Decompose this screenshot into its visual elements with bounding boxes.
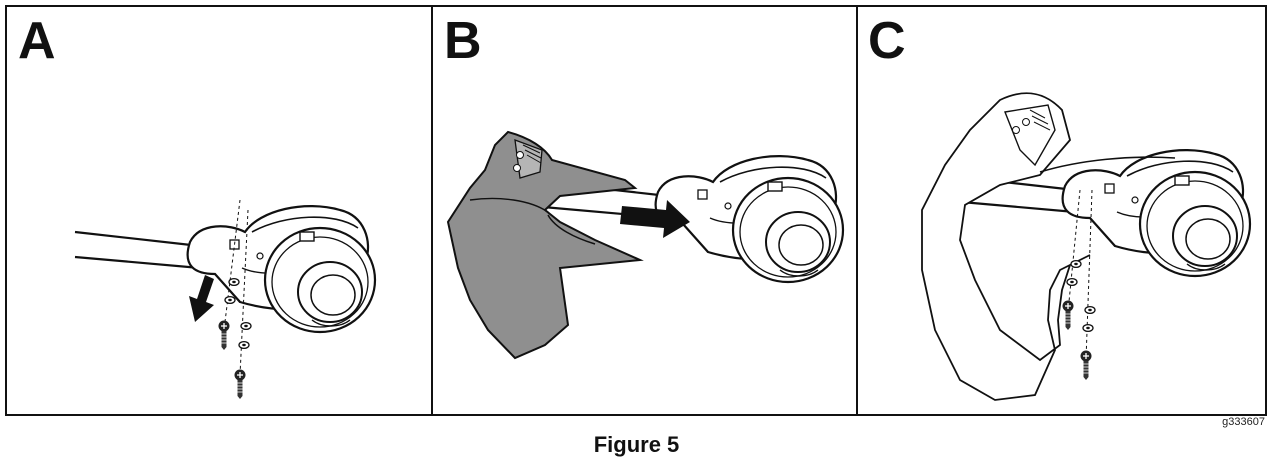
panel-a-frame	[5, 5, 433, 416]
figure-caption: Figure 5	[593, 432, 680, 457]
panel-c-frame	[856, 5, 1267, 416]
panel-c-fastener-column-1	[1061, 189, 1082, 331]
panel-c-label: C	[868, 12, 906, 70]
panel-c-fastener-column-2	[1079, 189, 1096, 381]
panel-a-trimmer-head	[73, 205, 377, 334]
panel-b-right-arrow-icon	[620, 200, 690, 238]
panel-a-fastener-column-1	[217, 199, 241, 351]
panel-b-guard	[446, 130, 644, 360]
figure-code: g333607	[1222, 416, 1265, 428]
panel-a-label: A	[18, 12, 56, 70]
panel-c-guard	[921, 92, 1176, 401]
panel-a-down-arrow-icon	[189, 275, 214, 322]
panel-b-label: B	[444, 12, 482, 70]
